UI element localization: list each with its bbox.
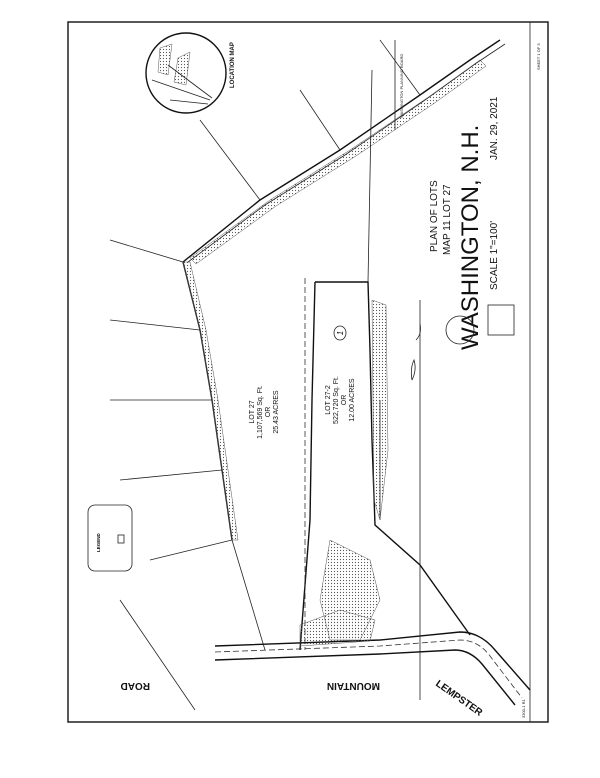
signature	[410, 323, 421, 381]
lot-27-label: LOT 27 1,107,569 Sq. Ft. OR 25.43 ACRES	[249, 385, 280, 439]
map-lot: MAP 11 LOT 27	[442, 184, 453, 255]
lot-marker-circle	[333, 325, 347, 341]
svg-text:25.43 ACRES: 25.43 ACRES	[273, 390, 280, 434]
svg-text:LOT 27-2: LOT 27-2	[325, 385, 332, 415]
sheet-number: SHEET 1 OF 3	[536, 43, 541, 70]
location-map-label: LOCATION MAP	[230, 42, 236, 88]
svg-text:LOT 27: LOT 27	[249, 400, 256, 423]
svg-text:1,107,569 Sq. Ft.: 1,107,569 Sq. Ft.	[257, 385, 264, 439]
lot-27-2-label: LOT 27-2 522,720 Sq. Ft. OR 12.00 ACRES	[325, 376, 356, 424]
sheet-border	[67, 21, 549, 723]
legend-title: LEGEND	[96, 532, 101, 552]
planning-board-approval: WASHINGTON PLANNING BOARD	[399, 54, 404, 118]
road-label-road: ROAD	[121, 680, 150, 691]
location-map	[145, 32, 227, 114]
abutter-lines	[109, 39, 421, 711]
wooded-edge	[182, 261, 239, 541]
svg-text:OR: OR	[341, 395, 348, 406]
svg-text:522,720 Sq. Ft.: 522,720 Sq. Ft.	[333, 376, 340, 424]
road-label-lempster: LEMPSTER	[433, 678, 485, 719]
road-label-mountain: MOUNTAIN	[327, 680, 380, 691]
town-name: WASHINGTON, N.H.	[457, 125, 484, 350]
lot-27-boundary	[182, 39, 501, 541]
svg-text:12.00 ACRES: 12.00 ACRES	[349, 378, 356, 422]
svg-text:OR: OR	[265, 407, 272, 418]
lot-marker: 1	[336, 331, 345, 335]
drawing-number: 3300-1 R1	[521, 699, 526, 718]
plan-title: PLAN OF LOTS	[429, 180, 440, 252]
legend-box	[87, 504, 133, 572]
engineer-stamp	[487, 304, 515, 336]
road-lines	[214, 609, 531, 706]
surveyor-seal	[445, 315, 475, 345]
scale: SCALE 1"=100'	[489, 221, 500, 290]
title-block: PLAN OF LOTS MAP 11 LOT 27 WASHINGTON, N…	[394, 40, 541, 700]
plan-date: JAN. 29, 2021	[489, 96, 500, 160]
